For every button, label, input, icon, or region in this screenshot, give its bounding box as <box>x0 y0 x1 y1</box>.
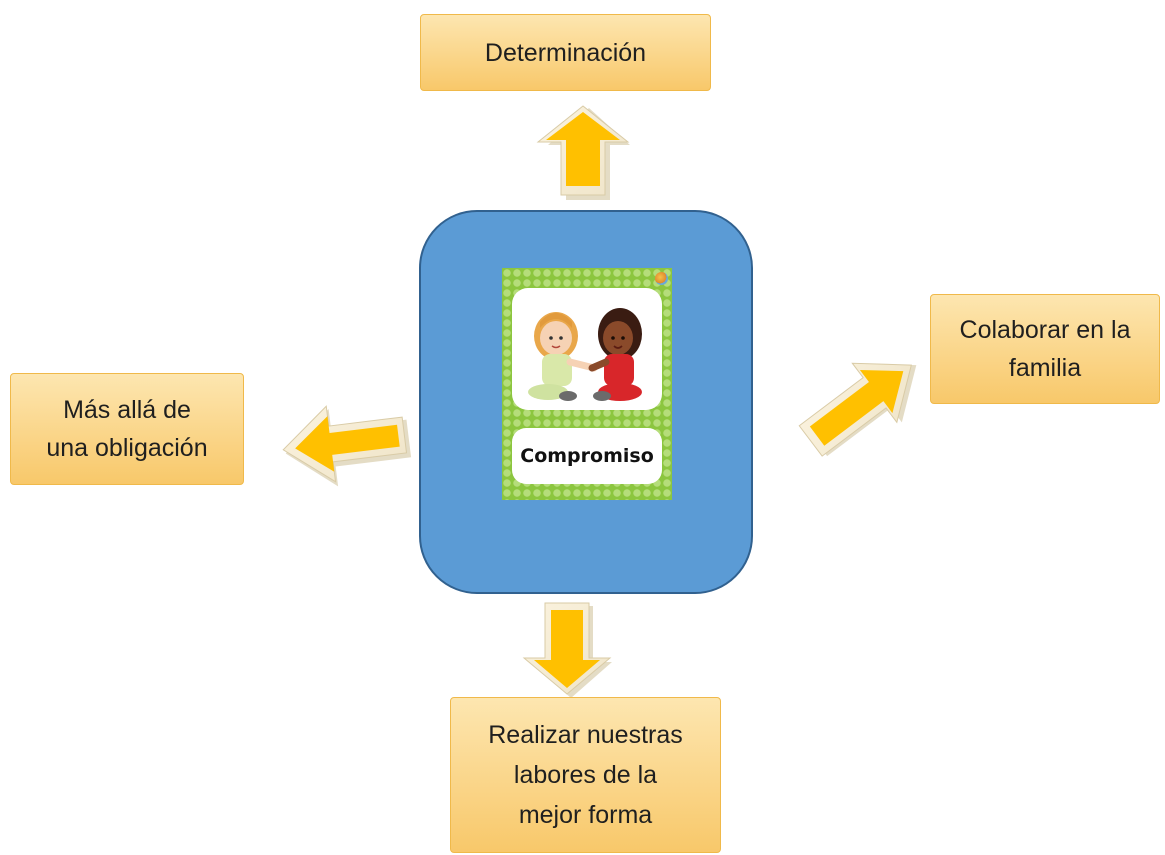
card-label: Compromiso <box>512 428 662 484</box>
node-left-text: Más allá de una obligación <box>46 396 208 462</box>
node-top-text: Determinación <box>484 38 647 67</box>
node-top: Determinación <box>420 14 711 91</box>
node-bottom-text: Realizar nuestras labores de la mejor fo… <box>488 721 683 829</box>
node-bottom: Realizar nuestras labores de la mejor fo… <box>450 697 721 853</box>
children-holding-hands-icon <box>512 288 662 410</box>
arrow-down-icon <box>522 602 612 698</box>
compromiso-card: Compromiso <box>502 268 672 500</box>
node-right: Colaborar en la familia <box>930 294 1160 404</box>
node-left: Más allá de una obligación <box>10 373 244 485</box>
arrow-right-icon <box>798 362 917 457</box>
arrow-up-icon <box>536 105 630 200</box>
illustration-svg <box>528 308 642 401</box>
badge-icon <box>655 272 668 285</box>
node-right-text: Colaborar en la familia <box>959 316 1131 382</box>
arrow-left-icon <box>282 405 412 487</box>
